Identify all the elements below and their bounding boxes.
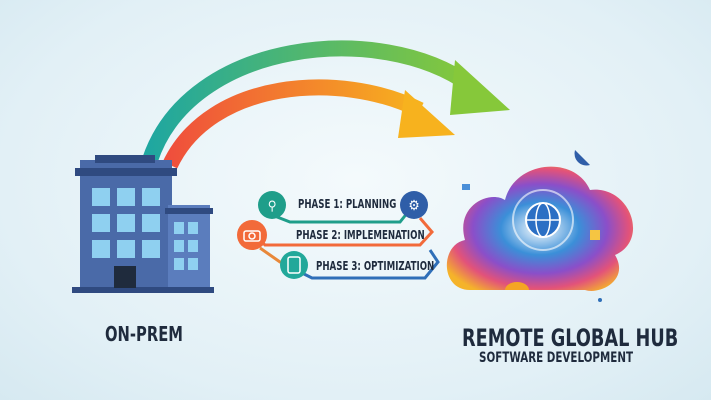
gear-icon: ⚙ xyxy=(400,191,428,219)
satellite-dish-icon xyxy=(574,150,590,166)
globe-icon xyxy=(525,202,561,238)
phase-3-label: PHASE 3: OPTIMIZATION xyxy=(316,259,435,273)
remote-hub-title: REMOTE GLOBAL HUB xyxy=(462,324,679,352)
svg-text:⚲: ⚲ xyxy=(268,199,277,214)
svg-text:⚙: ⚙ xyxy=(408,198,419,214)
camera-icon xyxy=(237,220,267,250)
umbrella-icon xyxy=(505,282,529,290)
arrow-orange xyxy=(162,79,455,169)
on-prem-label: ON-PREM xyxy=(105,322,183,346)
phase-2-label: PHASE 2: IMPLEMENATION xyxy=(296,228,425,242)
arrow-green xyxy=(142,40,510,163)
remote-hub-subtitle: SOFTWARE DEVELOPMENT xyxy=(479,350,634,366)
planning-icon: ⚲ xyxy=(258,191,286,219)
phase-1-label: PHASE 1: PLANNING xyxy=(298,197,397,211)
cloud-icon xyxy=(446,150,634,302)
building-icon xyxy=(72,155,214,293)
tablet-icon xyxy=(280,251,308,279)
